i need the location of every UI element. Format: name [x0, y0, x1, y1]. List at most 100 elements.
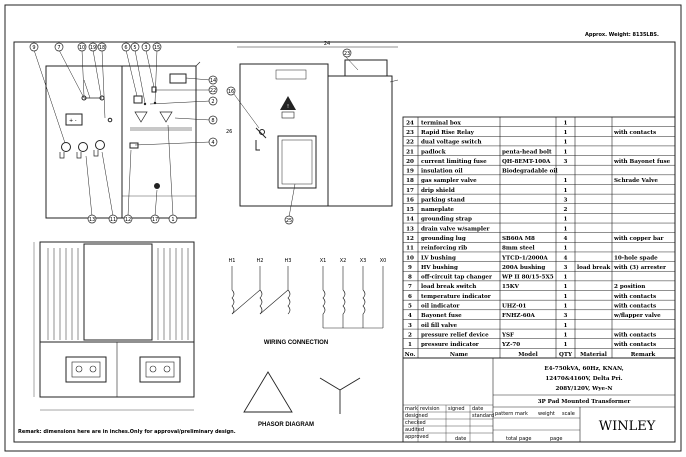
remark-note: Remark: dimensions here are in inches.On…: [18, 429, 236, 435]
bom-cell-qty: 1: [564, 178, 568, 184]
svg-text:pattern mark: pattern mark: [495, 411, 528, 417]
svg-text:+ -: + -: [69, 118, 77, 124]
svg-text:date: date: [472, 406, 483, 412]
bom-cell-name: oil fill valve: [421, 323, 457, 329]
bom-cell-qty: 3: [564, 197, 568, 203]
svg-text:8: 8: [211, 118, 214, 124]
bom-header-remark: Remark: [631, 352, 656, 358]
bom-header-name: Name: [450, 352, 469, 358]
terminal-x3: X3: [360, 258, 367, 264]
svg-text:checked: checked: [405, 420, 426, 426]
bom-cell-no: 21: [406, 149, 414, 155]
svg-text:18: 18: [99, 45, 105, 51]
bom-cell-no: 24: [406, 120, 414, 126]
bom-cell-qty: 1: [564, 284, 568, 290]
svg-text:date: date: [455, 436, 466, 442]
bom-cell-no: 12: [406, 236, 414, 242]
wiring-diagram: [231, 266, 384, 329]
bom-cell-model: YSF: [501, 332, 514, 338]
phasor-diagram: [243, 371, 361, 414]
spec-line-2: 12470&4160V, Delta Pri.: [545, 376, 622, 382]
svg-text:11: 11: [110, 217, 116, 223]
svg-text:revision: revision: [420, 406, 440, 412]
side-view: 24 !: [230, 41, 399, 218]
svg-text:19: 19: [90, 45, 96, 51]
bom-cell-qty: 1: [564, 342, 568, 348]
svg-text:audited: audited: [405, 427, 424, 433]
spec-line-3: 208Y/120V, Wye-N: [555, 386, 612, 392]
svg-text:1: 1: [171, 217, 174, 223]
bom-cell-remark: with (3) arrester: [613, 264, 666, 271]
bom-cell-name: pressure indicator: [421, 342, 479, 348]
bom-cell-name: oil indicator: [421, 304, 460, 310]
front-callouts: 9 7 10 19 18 6 5 3 15 14 22 2 8 4 13 11 …: [29, 42, 218, 224]
bom-cell-remark: with contacts: [613, 304, 656, 310]
bom-cell-remark: with copper bar: [613, 236, 663, 242]
bom-cell-no: 15: [406, 207, 414, 213]
callout-marker: 19: [88, 42, 98, 52]
bom-cell-name: terminal box: [421, 120, 462, 126]
bom-cell-name: dual voltage switch: [421, 140, 482, 146]
wiring-caption: WIRING CONNECTION: [264, 340, 328, 346]
callout-marker: 10: [77, 42, 87, 52]
callout-marker: 15: [152, 42, 162, 52]
bom-cell-no: 3: [408, 323, 412, 329]
bom-cell-model: 15KV: [502, 284, 520, 290]
bom-cell-qty: 4: [564, 255, 568, 261]
bom-header-model: Model: [518, 352, 538, 358]
bom-cell-qty: 1: [564, 323, 568, 329]
svg-text:page: page: [550, 436, 563, 442]
bom-cell-no: 17: [406, 188, 414, 194]
bom-cell-no: 14: [406, 217, 414, 223]
bom-cell-remark: 10-hole spade: [614, 255, 658, 261]
bom-cell-no: 9: [408, 265, 412, 271]
bom-cell-qty: 1: [564, 217, 568, 223]
svg-text:mark: mark: [405, 406, 418, 412]
bom-cell-name: padlock: [421, 149, 446, 155]
bom-cell-model: WP II 80/15-5X5: [501, 275, 554, 281]
svg-text:7: 7: [57, 45, 60, 51]
callout-marker: 14: [208, 75, 218, 85]
bom-cell-qty: 1: [564, 188, 568, 194]
callout-marker: 17: [150, 214, 160, 224]
bom-cell-no: 7: [408, 284, 412, 290]
bom-cell-no: 4: [408, 313, 412, 319]
bom-cell-remark: with Bayonet fuse: [613, 159, 671, 165]
callout-marker: 12: [123, 214, 133, 224]
svg-text:6: 6: [124, 45, 127, 51]
product-title: 3P Pad Mounted Transformer: [538, 399, 631, 405]
bom-cell-model: 8mm steel: [502, 246, 535, 252]
svg-text:26: 26: [226, 129, 232, 135]
callout-marker: 23: [342, 48, 352, 58]
phasor-caption: PHASOR DIAGRAM: [258, 422, 314, 428]
bom-cell-no: 8: [408, 275, 412, 281]
bom-cell-remark: with contacts: [613, 332, 656, 338]
bom-row: 3 oil fill valve 1: [403, 323, 675, 330]
bom-cell-material: load break: [577, 265, 610, 271]
bom-cell-no: 5: [408, 304, 412, 310]
bom-cell-name: Rapid Rise Relay: [421, 130, 475, 136]
bom-cell-remark: with contacts: [613, 342, 656, 348]
svg-text:signed: signed: [448, 406, 465, 412]
terminal-h1: H1: [229, 258, 236, 264]
bom-cell-name: drain valve w/sampler: [421, 226, 490, 232]
terminal-h2: H2: [257, 258, 264, 264]
front-view: + -: [45, 61, 201, 219]
